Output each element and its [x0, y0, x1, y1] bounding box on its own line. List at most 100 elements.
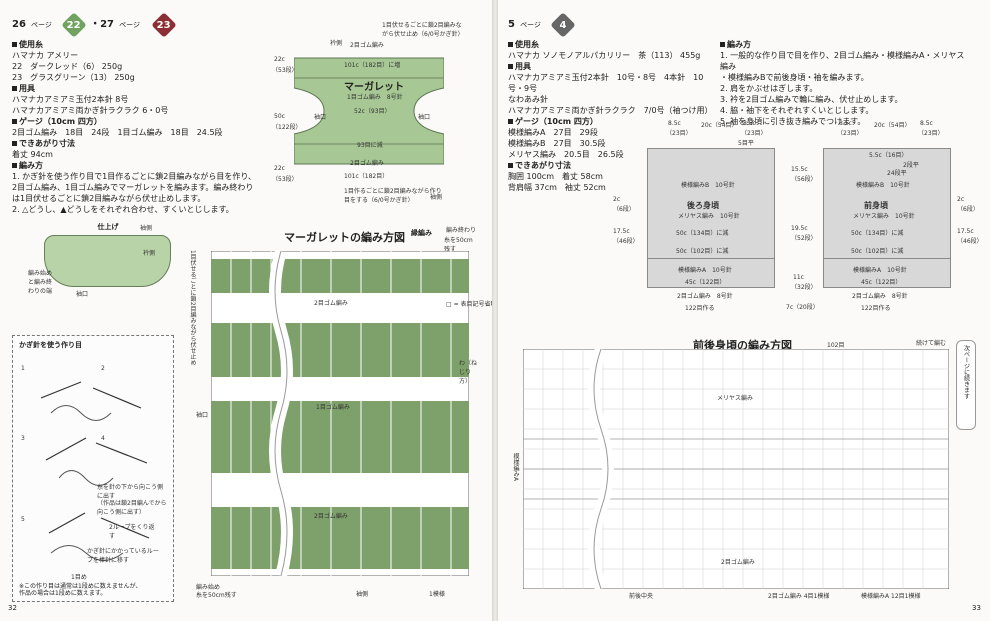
materials-line-7: 着丈 94cm [12, 150, 53, 159]
crochet-note-1: 糸を針の下から向こう側に出す [97, 484, 164, 500]
front-sub: メリヤス編み 10号針 [853, 213, 915, 220]
back-left-val-1: 8.5c [668, 120, 681, 127]
right-howto-line-6: 5. 袖を身頃に引き抜き編みでつけます。 [720, 117, 866, 126]
margarete-diagram-title: マーガレットの編み方図 [284, 231, 405, 244]
back-shoulder-note: 5目平 [738, 140, 754, 147]
finish-label-c: 編み始めと編み終わりの端 [28, 270, 53, 295]
margarete-bottom-left: 編み始め [196, 584, 221, 591]
right-materials-title-4: できあがり寸法 [515, 161, 571, 170]
left-page-number-bottom: 32 [8, 604, 17, 612]
margarete-seg-6: 101c（182目） [344, 173, 389, 180]
right-materials-title-1: 使用糸 [515, 40, 539, 49]
finish-label-a: 袖側 [140, 225, 153, 232]
crochet-bottom-1: ※この作り目は通常は1段めに数えませんが、 [19, 583, 142, 590]
step-5: 5 [21, 516, 25, 523]
finish-title: 仕上げ [97, 223, 119, 231]
margarete-row-3: 2目ゴム編み [314, 513, 348, 520]
right-materials-line-4: ハマナカアミアミ両かぎ針ラクラク 7/0号（袖つけ用） [508, 106, 713, 115]
left-header: 26 ページ 22 ・27 ページ 23 [12, 11, 177, 38]
finish-section: 仕上げ 袖側 衿側 編み始めと編み終わりの端 袖口 [28, 223, 188, 298]
margarete-left-top-sub: （53段） [272, 67, 298, 74]
front-left-top: 20c（54目） [874, 122, 911, 129]
right-howto-line-2: ・模様編みBで前後身頃・袖を編みます。 [720, 73, 869, 82]
front-dim-7: 122目作る [861, 305, 891, 312]
margarete-bottom-label: 袖側 [430, 194, 443, 201]
margarete-seg-3: 52c（93目） [354, 108, 391, 115]
right-howto-title: 編み方 [727, 40, 751, 49]
crochet-bottom-2: 作品の場合は1段めに数えます。 [19, 590, 107, 597]
margarete-left-label-1: 1目伏せるごとに鎖2目編みながら伏せ止め [189, 250, 196, 366]
back-right-val-2: （23目） [741, 130, 767, 137]
step-3: 3 [21, 435, 25, 442]
materials-line-5: ハマナカアミアミ両かぎ針ラクラク 6・0号 [12, 106, 169, 115]
front-pattern-b: 模様編みB 10号針 [856, 182, 910, 189]
materials-title-1: 使用糸 [19, 40, 43, 49]
body-top-num: 102目 [827, 342, 845, 349]
right-howto-line-5: 4. 脇・袖下をそれぞれすくいとじします。 [720, 106, 874, 115]
margarete-schematic: 1目伏せるごとに鎖2目編みながら伏せ止め（6/0号かぎ針） 衿側 2目ゴム編み … [272, 20, 472, 210]
back-body-shape [647, 148, 775, 260]
finish-label-d: 袖口 [76, 291, 89, 298]
left-side-2: （6段） [613, 206, 635, 213]
margarete-bottom-left-2: 糸を50cm残す [196, 592, 237, 599]
right-materials-line-2: ハマナカアミアミ玉付2本針 10号・8号 4本針 10号・9号 [508, 73, 704, 93]
finish-shape [44, 235, 171, 287]
margarete-grid [210, 249, 470, 578]
body-diagram: 前後身頃の編み方図 102目 続けて編む [512, 335, 963, 605]
crochet-note-5: 1目め [71, 574, 87, 581]
right-materials-line-1: ハマナカ ソノモノアルパカリリー 茶（113） 455g [508, 51, 701, 60]
materials-line-1: ハマナカ アメリー [12, 51, 79, 60]
left-side-3: 17.5c [613, 228, 630, 235]
body-label-2: 模様編みA [512, 453, 519, 482]
margarete-bottom-center: 袖側 [356, 591, 369, 598]
right-page-number-bottom: 33 [972, 604, 981, 612]
next-page-text: 次ページに続きます [962, 345, 970, 399]
front-right-2: 24段平 [887, 170, 907, 177]
right-page-suffix: ページ [520, 21, 541, 29]
front-rib: 2目ゴム編み 8号針 [852, 293, 908, 300]
front-pattern-a: 模様編みA 10号針 [853, 267, 907, 274]
back-dim-3: 45c（122目） [685, 279, 726, 286]
right-howto-line-1: 1. 一般的な作り目で目を作り、2目ゴム編み・模様編みA・メリヤス編み [720, 51, 965, 71]
materials-line-9: 2目ゴム編み、1目ゴム編みでマーガレットを編みます。編み終わり [12, 183, 254, 192]
front-right: 2段平 [903, 162, 919, 169]
body-grid [522, 347, 950, 591]
margarete-row-2: 1目ゴム編み [316, 404, 350, 411]
margarete-top-note: 1目伏せるごとに鎖2目編みながら伏せ止め（6/0号かぎ針） [382, 22, 464, 38]
materials-line-2: 22 ダークレッド（6） 250g [12, 62, 123, 71]
margarete-left-label-2: 袖口 [196, 412, 209, 419]
margarete-left-mid: 50c [274, 113, 285, 120]
margarete-side-left: 袖口 [314, 114, 327, 121]
margarete-title: マーガレット [344, 82, 404, 93]
right-howto: 編み方 1. 一般的な作り目で目を作り、2目ゴム編み・模様編みA・メリヤス編み … [720, 39, 965, 127]
front-dim-5: 50c（134目）に減 [851, 230, 904, 237]
back-left-val-2: （23目） [666, 130, 692, 137]
right-page: 5 ページ 4 使用糸 ハマナカ ソノモノアルパカリリー 茶（113） 455g… [498, 0, 990, 621]
back-sub: メリヤス編み 10号針 [678, 213, 740, 220]
crochet-illustration [40, 368, 156, 578]
crochet-note-3: 2ループをくり返す [109, 524, 155, 540]
mid-7: 7c（20段） [786, 304, 819, 311]
materials-title-5: 編み方 [19, 161, 43, 170]
back-pattern-b: 模様編みB 10号針 [681, 182, 735, 189]
left-side-4: （46段） [613, 238, 639, 245]
finish-label-b: 衿側 [143, 250, 156, 257]
book-gutter [492, 0, 498, 621]
margarete-top-label: 衿側 [330, 40, 343, 47]
materials-title-4: できあがり寸法 [19, 139, 75, 148]
crochet-title: かぎ針を使う作り目 [19, 341, 82, 349]
front-title: 前身頃 [864, 201, 888, 210]
margarete-bottom-right: 1模様 [429, 591, 445, 598]
right-materials-line-3: なわあみ針 [508, 95, 548, 104]
right-materials-line-8: 胸囲 100cm 着丈 58cm [508, 172, 603, 181]
next-page-note: 次ページに続きます [956, 340, 976, 430]
body-bottom-right: 模様編みA 12目1模様 [861, 593, 921, 600]
badge-4: 4 [550, 11, 576, 38]
margarete-row-1: 2目ゴム編み [314, 300, 348, 307]
back-rib-shape [647, 258, 775, 288]
left-side-1: 2c [613, 196, 621, 203]
front-top: 5.5c（16目） [869, 152, 908, 159]
crochet-box: かぎ針を使う作り目 1 2 3 4 5 糸を針の下から向こう側 [12, 335, 174, 602]
left-page: 26 ページ 22 ・27 ページ 23 使用糸 ハマナカ アメリー 22 ダー… [0, 0, 492, 621]
